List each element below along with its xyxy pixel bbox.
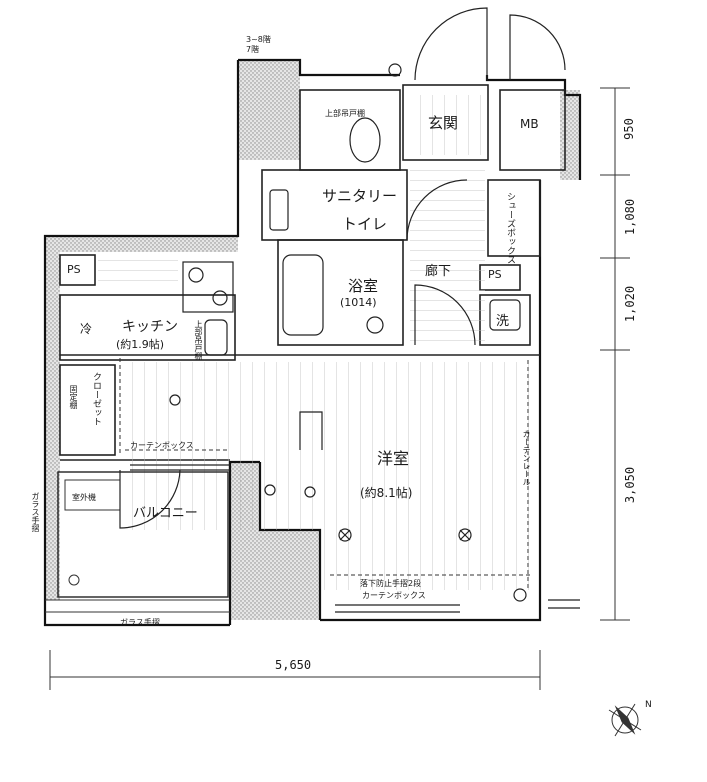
curtain-box-bottom-label: カーテンボックス: [362, 591, 426, 600]
genkan-floor: [410, 95, 486, 155]
glass-railing-bottom-label: ガラス手摺: [120, 618, 160, 627]
dimension-right-4: 3,050: [623, 466, 638, 504]
dimension-width: 5,650: [275, 658, 312, 672]
room-bath: 浴室: [348, 277, 379, 295]
dimension-right-3: 1,020: [623, 285, 638, 323]
fixed-shelf-label: 固定棚: [69, 385, 78, 409]
dimension-right-1: 950: [621, 118, 636, 140]
room-closet: クローゼット: [91, 372, 101, 426]
dimension-lines: [49, 87, 630, 690]
western-floor-lower: [322, 530, 537, 590]
room-toilet: トイレ: [342, 215, 388, 233]
room-western: 洋室: [377, 449, 410, 468]
room-kitchen-size: (約1.9帖): [116, 338, 165, 351]
upper-cabinet-kitchen-label: 上部吊戸棚: [194, 320, 203, 360]
room-shoes-box: シューズボックス: [505, 192, 515, 264]
curtain-rail-label: カーテンレール: [522, 430, 531, 486]
fall-prevention-label: 落下防止手摺2段: [360, 579, 422, 588]
compass-north-label: N: [645, 700, 652, 710]
western-floor: [122, 362, 537, 530]
room-corridor: 廊下: [425, 264, 452, 279]
room-balcony: バルコニー: [133, 506, 198, 521]
room-sanitary: サニタリー: [322, 187, 398, 205]
kitchen-floor: [98, 260, 178, 290]
curtain-rails: [119, 358, 530, 590]
fridge-label: 冷: [80, 322, 93, 336]
glass-railing-left-label: ガラス手摺: [31, 492, 40, 532]
compass-icon: [608, 703, 642, 737]
outdoor-unit-label: 室外機: [72, 493, 96, 502]
fixtures: [169, 63, 527, 602]
room-western-size: (約8.1帖): [360, 486, 413, 500]
room-laundry: 洗: [496, 314, 510, 329]
room-ps-left: PS: [67, 263, 81, 276]
upper-cabinet-top-label: 上部吊戸棚: [325, 109, 365, 118]
room-kitchen: キッチン: [122, 319, 178, 335]
dimension-right-2: 1,080: [623, 198, 638, 236]
room-mb: MB: [520, 117, 539, 131]
room-bath-size: (1014): [340, 296, 377, 309]
floor-note: 3~8階 7階: [246, 35, 271, 54]
room-genkan: 玄関: [428, 114, 459, 132]
doors: [119, 7, 566, 529]
curtain-box-left-label: カーテンボックス: [130, 441, 194, 450]
windows: [130, 464, 580, 613]
room-ps-right: PS: [488, 268, 502, 281]
